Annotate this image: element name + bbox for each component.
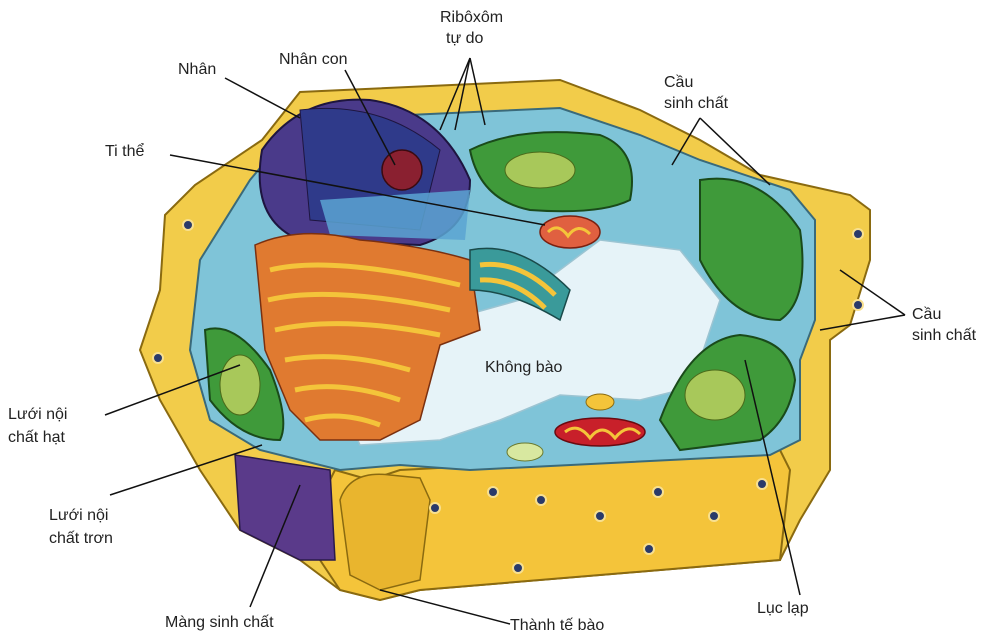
label-vacuole: Không bào bbox=[485, 358, 562, 378]
nucleolus bbox=[382, 150, 422, 190]
label-plasmodesmata-right-line1: Cầu bbox=[912, 305, 941, 325]
label-nucleus: Nhân bbox=[178, 60, 216, 80]
leader-nucleus bbox=[225, 78, 300, 118]
label-chloroplast: Lục lạp bbox=[757, 599, 809, 619]
label-rough-er-line2: chất hạt bbox=[8, 428, 65, 448]
leader-cell-wall bbox=[380, 590, 510, 624]
label-plasmodesmata-right-line2: sinh chất bbox=[912, 326, 976, 346]
label-plasmodesmata-top-line2: sinh chất bbox=[664, 94, 728, 114]
label-plasma-membrane: Màng sinh chất bbox=[165, 613, 274, 633]
label-smooth-er-line1: Lưới nội bbox=[49, 506, 108, 526]
label-plasmodesmata-top-line1: Cầu bbox=[664, 73, 693, 93]
smooth-er-region bbox=[235, 455, 335, 560]
label-ribosome-line2: tự do bbox=[446, 29, 483, 49]
label-smooth-er-line2: chất trơn bbox=[49, 529, 113, 549]
label-rough-er-line1: Lưới nội bbox=[8, 405, 67, 425]
label-nucleolus: Nhân con bbox=[279, 50, 348, 70]
label-ribosome-line1: Ribôxôm bbox=[440, 8, 503, 28]
label-mitochondrion: Ti thể bbox=[105, 142, 144, 162]
label-cell-wall: Thành tế bào bbox=[510, 616, 604, 636]
